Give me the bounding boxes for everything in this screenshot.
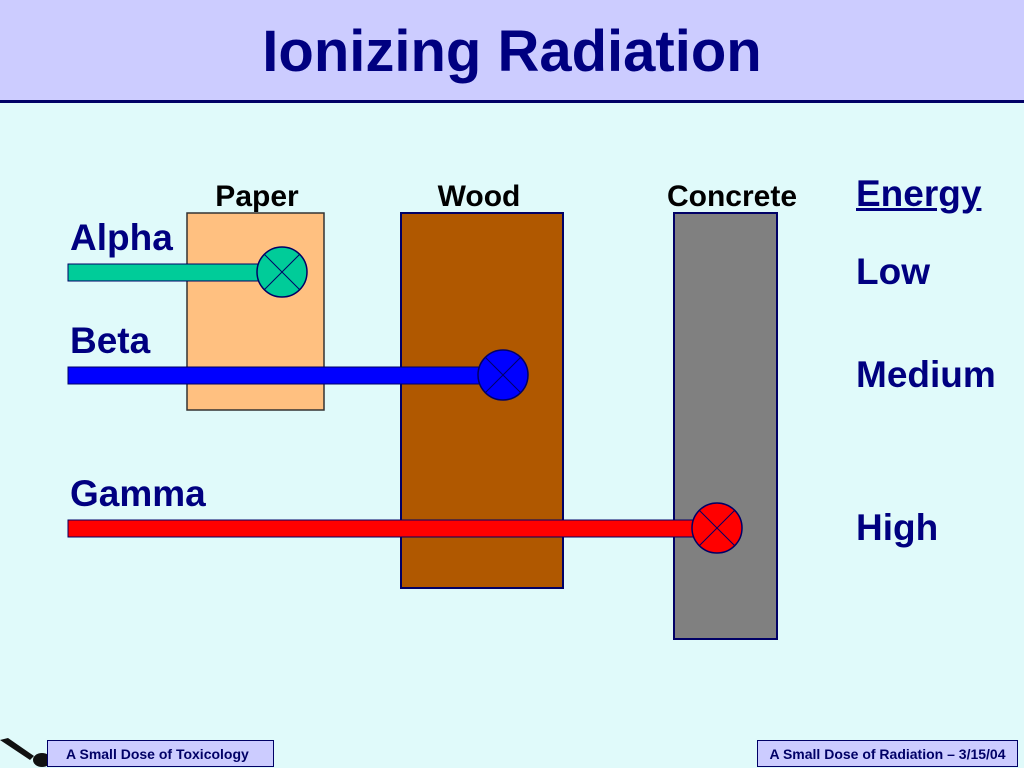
- gamma-beam: [67, 502, 743, 554]
- alpha-label: Alpha: [70, 217, 173, 258]
- gamma-stop-icon: [691, 502, 743, 554]
- beta-beam: [67, 349, 529, 401]
- energy-low: Low: [856, 251, 930, 292]
- concrete-label: Concrete: [666, 180, 798, 213]
- concrete-block: [673, 212, 778, 640]
- gamma-label: Gamma: [70, 473, 206, 514]
- alpha-stop-icon: [256, 246, 308, 298]
- footer-left: A Small Dose of Toxicology: [47, 740, 274, 767]
- beta-stop-icon: [477, 349, 529, 401]
- beta-label: Beta: [70, 320, 151, 361]
- footer-right: A Small Dose of Radiation – 3/15/04: [757, 740, 1018, 767]
- slide-title: Ionizing Radiation: [262, 19, 762, 84]
- spoon-logo-icon: [0, 738, 50, 767]
- wood-label: Wood: [437, 180, 521, 213]
- title-bar: [0, 0, 1024, 103]
- paper-label: Paper: [215, 180, 299, 213]
- energy-medium: Medium: [856, 354, 996, 395]
- energy-high: High: [856, 507, 939, 548]
- alpha-beam: [67, 246, 308, 298]
- energy-heading: Energy: [856, 173, 982, 214]
